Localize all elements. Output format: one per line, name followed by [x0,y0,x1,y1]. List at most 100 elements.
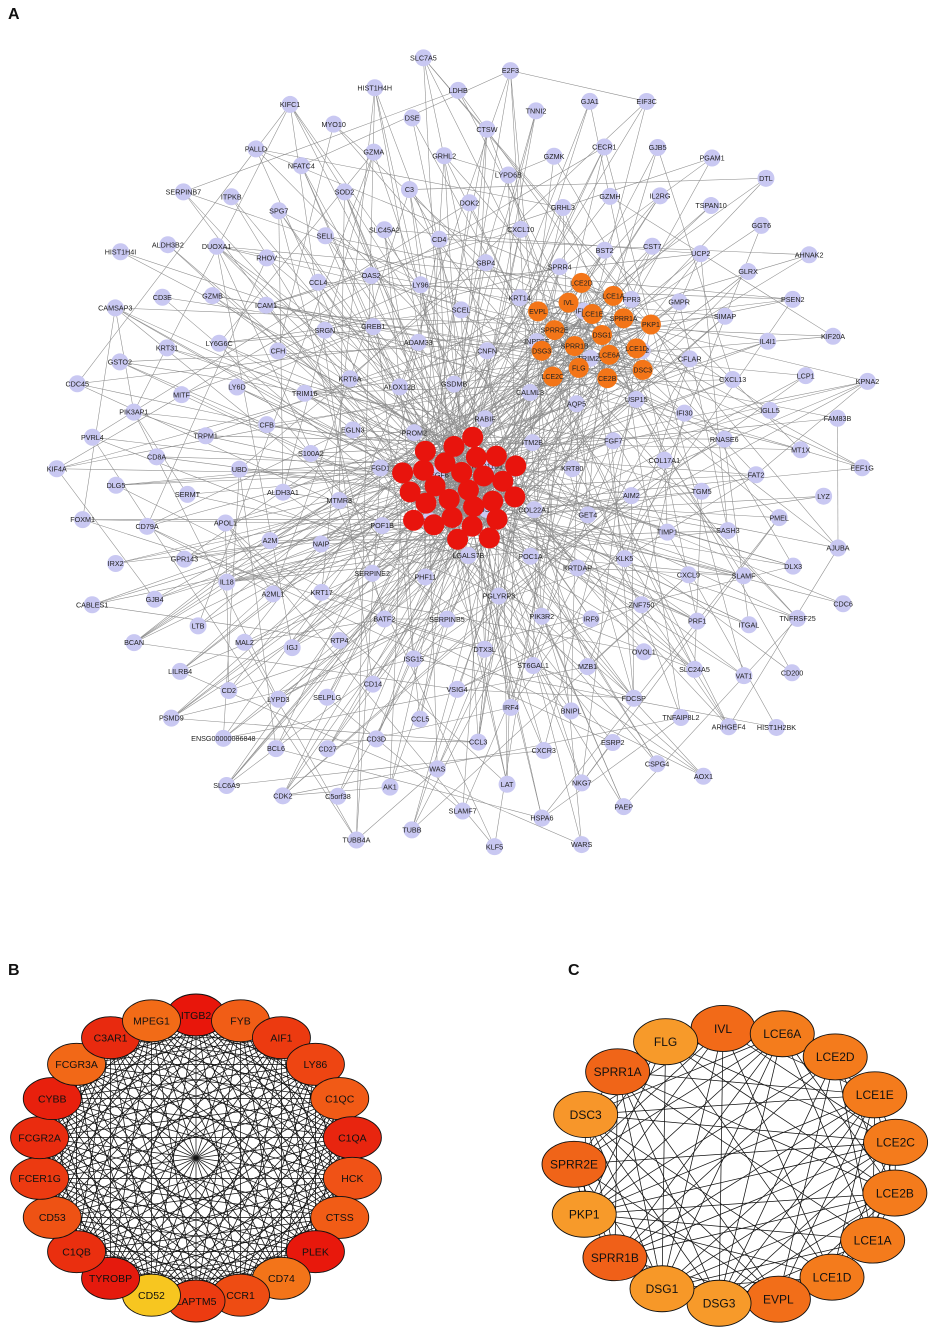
node-label: SASH3 [716,526,740,535]
network-edge [468,195,661,491]
network-node: PMEL [769,509,789,527]
node-circle [672,708,690,726]
network-edge [457,689,634,699]
node-label: LCE1E [581,312,604,319]
network-edge [216,246,351,379]
network-node-orange: LCE1A [602,285,625,306]
node-label: PSEN2 [781,295,805,304]
network-node-red [441,506,463,528]
network-node: VAT1 [735,667,753,685]
network-edge [473,506,698,622]
network-node: FPR3 [622,290,641,308]
ring-edge [583,1041,666,1215]
network-node: GGT6 [752,216,771,234]
network-node: POC1A [518,547,543,565]
node-circle [702,197,720,215]
node-circle [428,760,446,778]
network-node-red [447,528,469,550]
node-circle [569,559,587,577]
network-edge [409,189,729,727]
network-edge [728,547,839,727]
network-edge [301,165,455,447]
node-label: CST7 [643,242,661,251]
network-node: AJUBA [826,539,850,557]
network-node: ESRP2 [601,734,625,752]
node-label: ITPKB [221,192,242,201]
node-circle [405,650,423,668]
node-label: DUOXA1 [202,242,232,251]
network-node: KLK5 [616,550,633,568]
network-edge [678,301,729,531]
network-node: GREB1 [361,318,385,336]
node-circle [363,564,381,582]
node-label: FPR3 [622,295,640,304]
network-node: CST7 [643,237,661,255]
node-circle [581,92,599,110]
network-edge [541,295,614,351]
network-node: E2F3 [502,62,519,80]
network-node-red [438,488,460,510]
network-node: IGLL5 [760,401,780,419]
network-edge [219,309,462,344]
node-label: LAPTM5 [176,1296,217,1308]
ring-edge [52,1037,282,1218]
ring-edge [76,1063,340,1099]
network-c-node: LCE6A [749,1010,815,1058]
node-label: CFH [271,347,286,356]
node-circle [582,303,603,324]
ring-edge [151,1020,197,1302]
node-label: CTSS [326,1212,354,1224]
node-circle [477,254,495,272]
network-edge [226,485,436,786]
network-node: PSEN2 [781,290,805,308]
network-node: GMPR [668,293,690,311]
node-label: GZMH [599,192,620,201]
node-circle [735,667,753,685]
node-label: SLC24A5 [679,665,710,674]
network-edge [183,191,435,525]
node-circle [302,444,320,462]
node-label: GREB1 [361,322,385,331]
network-node: BCL6 [267,740,285,758]
network-node: MITF [173,386,191,404]
network-node: DOK2 [460,194,479,212]
network-node: FGF7 [604,432,623,450]
node-circle [599,344,620,365]
network-node-red [412,459,434,481]
node-ellipse [862,1169,928,1217]
node-label: TYROBP [89,1273,132,1285]
network-edge [180,671,582,845]
ring-edge [614,1056,836,1258]
network-c-node: DSG1 [629,1265,695,1313]
ring-edge [39,1177,340,1218]
node-circle [478,120,496,138]
network-edge [755,381,868,475]
network-edge [282,717,681,797]
node-label: PGLYRP3 [483,592,516,601]
node-ellipse [551,1190,617,1238]
node-circle [735,567,753,585]
network-edge [223,640,340,739]
node-circle [375,221,393,239]
node-label: MZB1 [578,662,597,671]
node-label: TUBB4A [342,836,370,845]
network-edge [356,87,376,841]
node-label: SPRR1A [594,1065,642,1079]
node-circle [364,675,382,693]
network-edge [244,618,385,643]
node-circle [222,188,240,206]
node-circle [111,353,129,371]
node-label: A2M [263,536,278,545]
node-circle [693,482,711,500]
ring-edge [583,1028,724,1215]
network-edge [473,467,863,507]
node-circle [274,483,292,501]
node-label: VSIG4 [447,685,468,694]
network-node: CD2 [220,681,238,699]
network-edge [468,375,806,556]
node-label: EIF3C [636,97,656,106]
network-node: LCP1 [797,367,815,385]
ring-edge [718,1192,896,1304]
network-node: GET4 [578,506,597,524]
node-circle [535,741,553,759]
